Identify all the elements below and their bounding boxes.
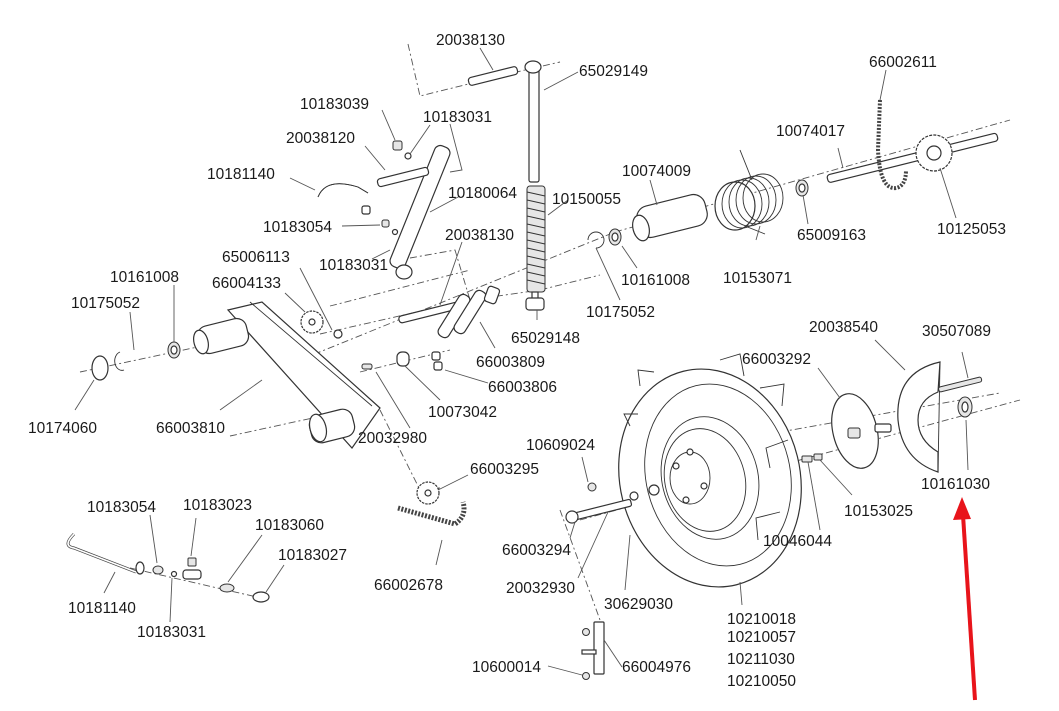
part-sprocket-10125053 — [915, 134, 953, 172]
part-label[interactable]: 10046044 — [763, 533, 832, 550]
part-label[interactable]: 20038120 — [286, 130, 355, 147]
part-bracket-66004976 — [581, 621, 605, 680]
part-sprocket-66003295 — [416, 481, 440, 505]
part-label[interactable]: 30629030 — [604, 596, 673, 613]
part-shaft-10074017 — [826, 132, 999, 183]
part-label[interactable]: 10161008 — [621, 272, 690, 289]
part-grease-line-lower — [66, 532, 270, 603]
part-label[interactable]: 10174060 — [28, 420, 97, 437]
part-label[interactable]: 10073042 — [428, 404, 497, 421]
part-label[interactable]: 10210018 — [727, 611, 796, 628]
part-label[interactable]: 10150055 — [552, 191, 621, 208]
part-label[interactable]: 10180064 — [448, 185, 517, 202]
part-label[interactable]: 20038130 — [445, 227, 514, 244]
part-spring-10150055 — [525, 185, 546, 311]
part-label[interactable]: 66004976 — [622, 659, 691, 676]
part-label[interactable]: 10183031 — [423, 109, 492, 126]
part-label[interactable]: 10074009 — [622, 163, 691, 180]
part-bolt-66003294 — [565, 482, 660, 524]
part-chain-66002678 — [397, 501, 467, 527]
part-label[interactable]: 10175052 — [586, 304, 655, 321]
part-label[interactable]: 10125053 — [937, 221, 1006, 238]
part-bearing-10161030 — [957, 396, 973, 418]
part-swing-arm-66003810 — [193, 301, 381, 449]
part-label[interactable]: 65006113 — [222, 249, 290, 266]
part-label[interactable]: 66003295 — [470, 461, 539, 478]
part-small-parts-66003806-10073042 — [361, 351, 443, 371]
leader-lines — [74, 47, 969, 676]
part-label[interactable]: 10183060 — [255, 517, 324, 534]
part-cylinder-10180064 — [389, 144, 451, 280]
part-label[interactable]: 66003292 — [742, 351, 811, 368]
part-label[interactable]: 10183031 — [319, 257, 388, 274]
part-label[interactable]: 10600014 — [472, 659, 541, 676]
part-label[interactable]: 10175052 — [71, 295, 140, 312]
part-fittings-top — [317, 140, 430, 236]
part-bearing-65009163 — [795, 179, 809, 197]
part-hub-66003292 — [801, 393, 892, 469]
part-bolt-30507089 — [938, 376, 983, 393]
part-label[interactable]: 66003294 — [502, 542, 571, 559]
part-shock-rod-65029149 — [524, 60, 542, 183]
part-label[interactable]: 10161008 — [110, 269, 179, 286]
part-label[interactable]: 66003809 — [476, 354, 545, 371]
part-label[interactable]: 20032930 — [506, 580, 575, 597]
part-label[interactable]: 66002678 — [374, 577, 443, 594]
part-label[interactable]: 20038130 — [436, 32, 505, 49]
part-cover-20038540 — [897, 361, 941, 473]
part-label[interactable]: 30507089 — [922, 323, 991, 340]
part-label[interactable]: 10210050 — [727, 673, 796, 690]
part-label[interactable]: 10153071 — [723, 270, 792, 287]
part-label[interactable]: 10211030 — [727, 651, 795, 668]
part-label[interactable]: 10183031 — [137, 624, 206, 641]
part-circlip-bearing-upper — [587, 228, 622, 249]
part-label[interactable]: 10609024 — [526, 437, 595, 454]
part-pin-20038130-top — [467, 66, 519, 86]
part-label[interactable]: 66004133 — [212, 275, 281, 292]
part-label[interactable]: 10181140 — [68, 600, 136, 617]
part-label[interactable]: 10181140 — [207, 166, 275, 183]
part-label[interactable]: 10183054 — [87, 499, 156, 516]
part-label[interactable]: 10183027 — [278, 547, 347, 564]
part-label[interactable]: 10153025 — [844, 503, 913, 520]
part-torsion-spring-10153071 — [714, 149, 784, 235]
part-label[interactable]: 66003806 — [488, 379, 557, 396]
part-labels: 20038130 65029149 66002611 10183039 1018… — [28, 32, 1006, 690]
part-spacer-10074009 — [632, 193, 708, 242]
part-label[interactable]: 66003810 — [156, 420, 225, 437]
part-label[interactable]: 10183039 — [300, 96, 369, 113]
part-sprocket-66004133 — [300, 310, 343, 339]
part-label[interactable]: 20038540 — [809, 319, 878, 336]
part-label[interactable]: 65009163 — [797, 227, 866, 244]
part-label[interactable]: 10210057 — [727, 629, 796, 646]
part-label[interactable]: 10183023 — [183, 497, 252, 514]
part-label[interactable]: 10074017 — [776, 123, 845, 140]
highlight-arrow — [953, 497, 977, 701]
part-chain-66002611 — [875, 99, 908, 191]
part-bearing-rings-left — [91, 341, 181, 381]
part-label[interactable]: 10183054 — [263, 219, 332, 236]
part-brackets-66003809 — [437, 285, 501, 339]
part-wheel-tire — [618, 353, 802, 588]
part-label[interactable]: 20032980 — [358, 430, 427, 447]
part-label[interactable]: 10161030 — [921, 476, 990, 493]
part-label[interactable]: 66002611 — [869, 54, 937, 71]
part-label[interactable]: 65029148 — [511, 330, 580, 347]
part-label[interactable]: 65029149 — [579, 63, 648, 80]
